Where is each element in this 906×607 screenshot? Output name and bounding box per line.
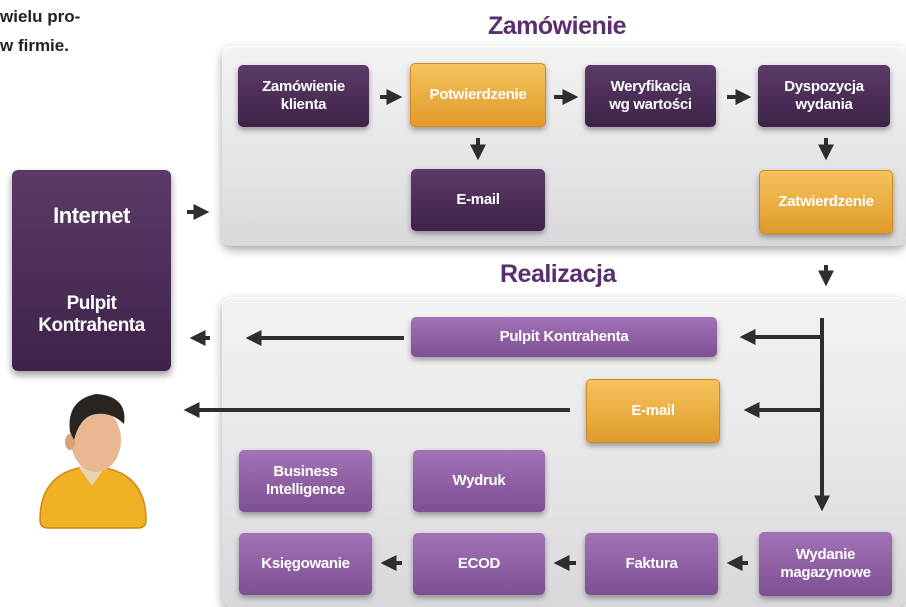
- internet-label: Internet: [53, 203, 130, 228]
- order-email-box: E-mail: [411, 169, 545, 231]
- release-disposition-box: Dyspozycja wydania: [758, 65, 890, 127]
- realization-section-title: Realizacja: [500, 260, 616, 288]
- approval-box: Zatwierdzenie: [759, 170, 893, 234]
- realization-email-box: E-mail: [586, 379, 720, 443]
- order-section-title: Zamówienie: [488, 12, 627, 40]
- client-order-box: Zamówienie klienta: [238, 65, 369, 127]
- intro-line-1: wielu pro-: [0, 7, 81, 26]
- warehouse-release-box: Wydanie magazynowe: [759, 532, 892, 596]
- accounting-box: Księgowanie: [239, 533, 372, 595]
- confirmation-box: Potwierdzenie: [410, 63, 546, 127]
- intro-text: wielu pro- w firmie.: [0, 2, 160, 60]
- client-desk-box: Pulpit Kontrahenta: [411, 317, 717, 357]
- internet-panel: Internet Pulpit Kontrahenta: [12, 170, 171, 371]
- user-icon: [39, 394, 147, 529]
- client-desk-label: Pulpit Kontrahenta: [38, 293, 145, 336]
- value-verification-box: Weryfikacja wg wartości: [585, 65, 716, 127]
- invoice-box: Faktura: [585, 533, 718, 595]
- ecod-box: ECOD: [413, 533, 545, 595]
- intro-line-2: w firmie.: [0, 36, 69, 55]
- business-intelligence-box: Business Intelligence: [239, 450, 372, 512]
- print-box: Wydruk: [413, 450, 545, 512]
